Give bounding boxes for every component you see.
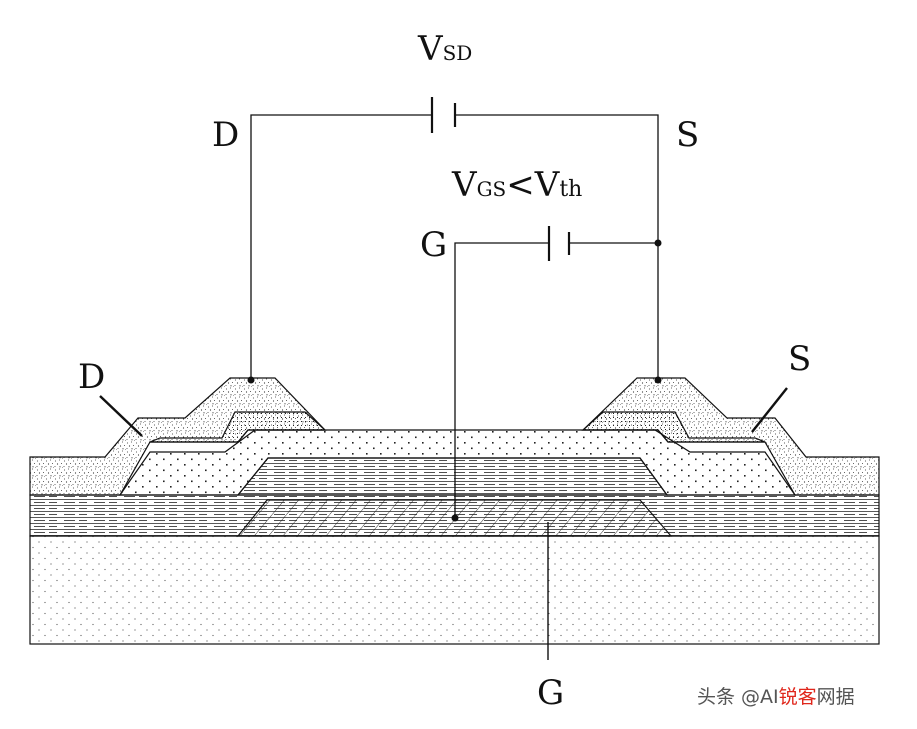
source-wire bbox=[455, 114, 659, 380]
drain-top-label: D bbox=[212, 115, 239, 155]
drain-leader-line bbox=[99, 395, 143, 437]
vgs-vth-label: VGS<Vth bbox=[451, 165, 582, 205]
source-top-label: S bbox=[676, 115, 699, 155]
ohmic-contact-left bbox=[149, 411, 327, 443]
drain-side-label: D bbox=[78, 357, 105, 397]
source-contact-node bbox=[654, 376, 662, 384]
gate-contact-node bbox=[451, 514, 459, 522]
source-junction-node bbox=[654, 239, 662, 247]
gate-wire bbox=[454, 242, 549, 518]
drain-wire bbox=[250, 114, 432, 380]
substrate-layer bbox=[29, 535, 880, 645]
gate-bottom-label: G bbox=[537, 673, 564, 713]
source-side-label: S bbox=[788, 339, 811, 379]
gate-top-label: G bbox=[420, 225, 447, 265]
drain-contact-node bbox=[247, 376, 255, 384]
watermark: 头条 @AI锐客网据 bbox=[697, 686, 855, 708]
channel-region bbox=[236, 457, 669, 496]
vsd-label: VSD bbox=[417, 29, 472, 69]
source-leader-line bbox=[751, 387, 788, 433]
